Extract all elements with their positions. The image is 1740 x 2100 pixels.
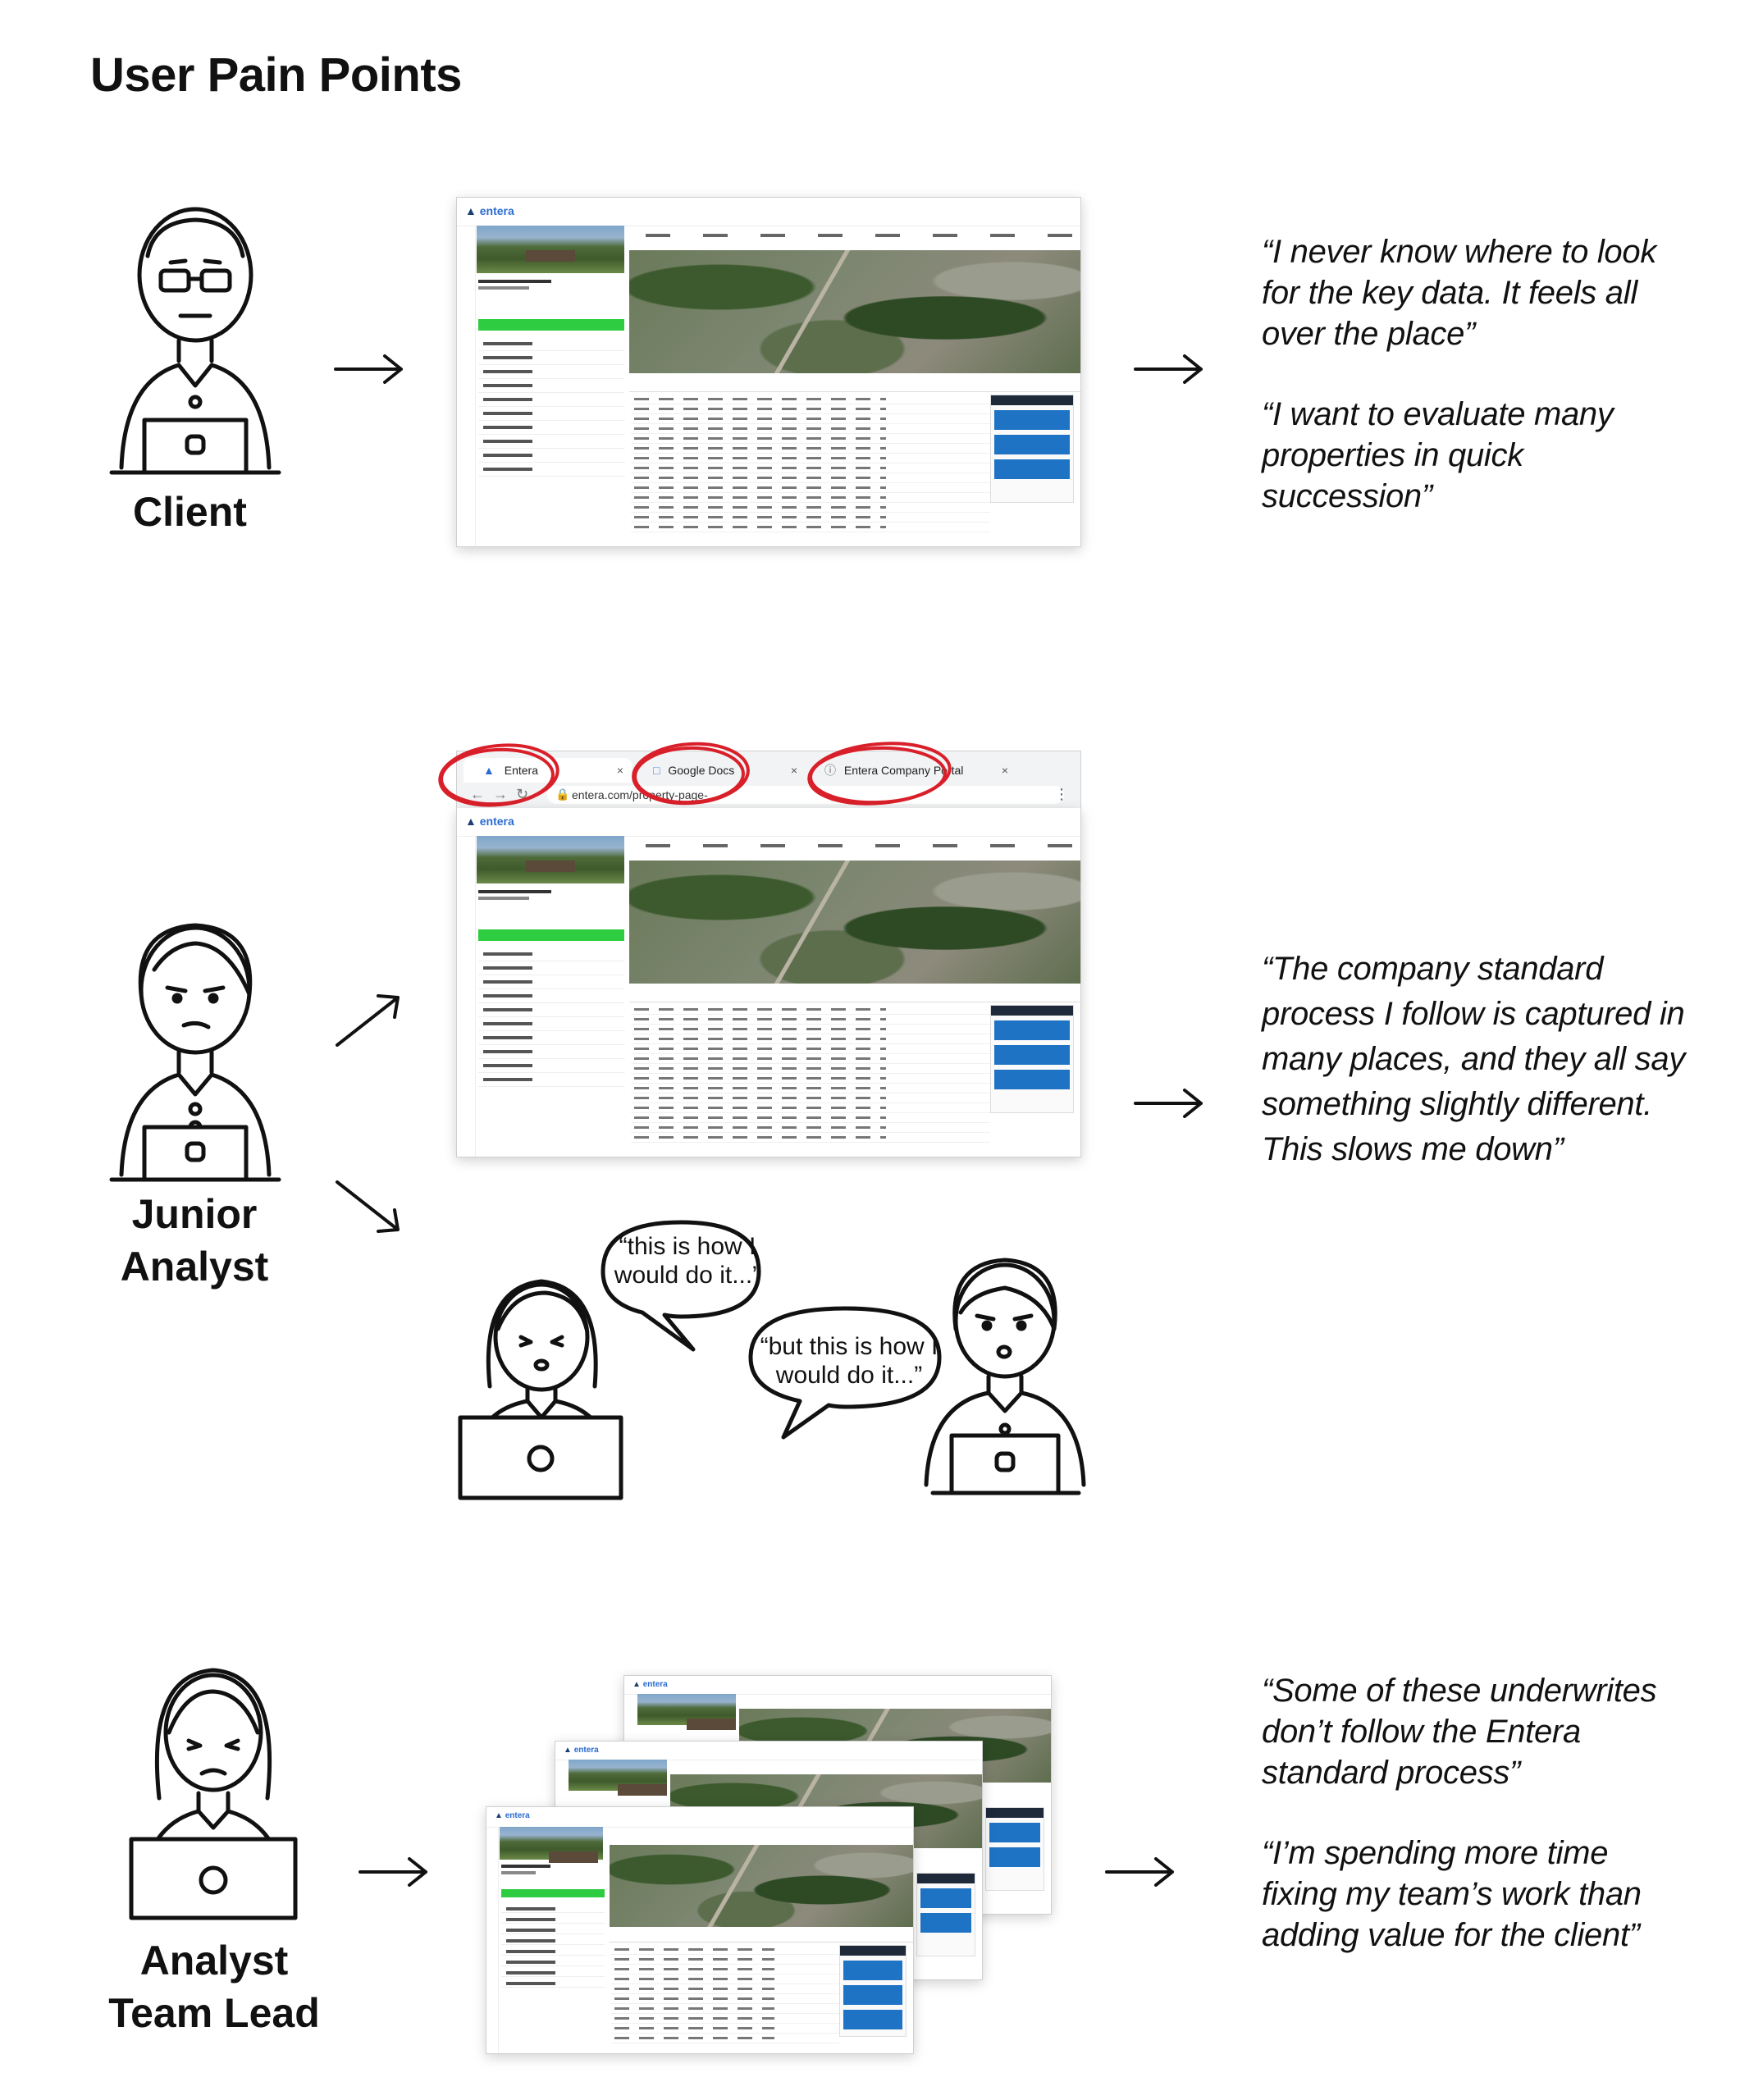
property-photo bbox=[477, 836, 624, 883]
menu-icon[interactable]: ⋮ bbox=[1054, 786, 1069, 802]
speech-bubble-2: “but this is how I would do it...” bbox=[760, 1333, 939, 1389]
entera-favicon-icon: ▲ bbox=[483, 764, 495, 777]
tab-label: Entera bbox=[504, 764, 538, 777]
arrow-down-right-icon bbox=[336, 1180, 400, 1233]
persona-label-analyst-team-lead: Analyst Team Lead bbox=[108, 1938, 320, 2036]
notes-panel bbox=[990, 1005, 1074, 1113]
arrow-right-icon bbox=[1134, 354, 1203, 384]
info-icon: ⓘ bbox=[824, 764, 836, 777]
close-icon[interactable]: × bbox=[790, 764, 797, 777]
close-icon[interactable]: × bbox=[1001, 764, 1008, 777]
arrow-right-icon bbox=[334, 354, 403, 384]
close-icon[interactable]: × bbox=[616, 764, 623, 777]
junior-analyst-figure bbox=[109, 923, 281, 1182]
team-lead-quotes: “Some of these underwrites don’t follow … bbox=[1262, 1670, 1672, 1956]
client-quotes: “I never know where to look for the key … bbox=[1262, 231, 1672, 517]
quote-text: “Some of these underwrites don’t follow … bbox=[1262, 1673, 1657, 1791]
docs-icon: □ bbox=[653, 764, 660, 777]
back-icon[interactable]: ← bbox=[470, 786, 485, 802]
arrow-right-icon bbox=[359, 1857, 427, 1887]
persona-label-junior-analyst: Junior Analyst bbox=[120, 1191, 269, 1290]
tab-label: Entera Company Portal bbox=[843, 764, 964, 777]
tab-label: Google Docs bbox=[668, 764, 735, 777]
forward-icon[interactable]: → bbox=[493, 786, 508, 802]
page-title: User Pain Points bbox=[90, 48, 462, 102]
satellite-map bbox=[629, 250, 1080, 373]
arrow-up-right-icon bbox=[336, 994, 400, 1047]
property-photo bbox=[477, 226, 624, 273]
lock-icon: 🔒 bbox=[555, 788, 570, 801]
client-figure bbox=[109, 207, 281, 475]
tab-google-docs[interactable]: □ Google Docs × bbox=[642, 758, 806, 783]
persona-label-client: Client bbox=[133, 489, 247, 535]
app-screenshot-stack-front: ▲ entera bbox=[486, 1806, 914, 2054]
tab-company-portal[interactable]: ⓘ Entera Company Portal × bbox=[811, 758, 1016, 783]
make-offer-button bbox=[478, 319, 624, 331]
quote-text: “The company standard process I follow i… bbox=[1262, 951, 1686, 1167]
arrow-right-icon bbox=[1105, 1857, 1174, 1887]
browser-window: ▲ Entera × □ Google Docs × ⓘ Entera Comp… bbox=[456, 751, 1081, 809]
make-offer-button bbox=[478, 929, 624, 941]
notes-panel bbox=[990, 395, 1074, 503]
satellite-map bbox=[629, 861, 1080, 984]
entera-logo: ▲ entera bbox=[465, 204, 514, 217]
app-screenshot-client: ▲ entera bbox=[456, 197, 1081, 547]
arrow-right-icon bbox=[1134, 1089, 1203, 1118]
disagreeing-colleagues-illustration bbox=[458, 1220, 1086, 1500]
speech-bubble-1: “this is how I would do it...” bbox=[614, 1233, 761, 1289]
junior-analyst-quote: “The company standard process I follow i… bbox=[1262, 947, 1688, 1172]
red-annotation-circles bbox=[438, 742, 952, 807]
app-screenshot-junior: ▲ entera bbox=[456, 808, 1081, 1157]
entera-logo: ▲ entera bbox=[465, 815, 514, 828]
quote-text: “I’m spending more time fixing my team’s… bbox=[1262, 1835, 1642, 1953]
address-bar[interactable]: entera.com/property-page- bbox=[547, 786, 1064, 804]
quote-text: “I want to evaluate many properties in q… bbox=[1262, 396, 1614, 514]
analyst-team-lead-figure bbox=[129, 1668, 298, 1920]
quote-text: “I never know where to look for the key … bbox=[1262, 234, 1657, 352]
